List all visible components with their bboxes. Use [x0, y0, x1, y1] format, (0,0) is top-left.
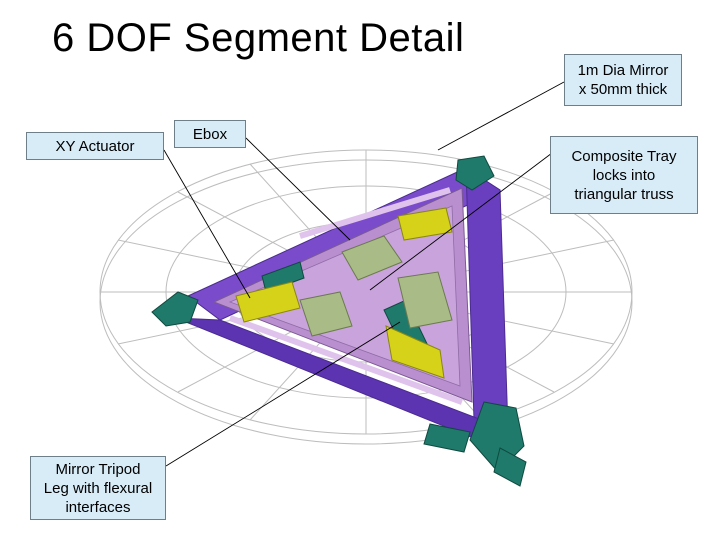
- mirror-tripod-label: Mirror Tripod Leg with flexural interfac…: [30, 456, 166, 520]
- slide-title: 6 DOF Segment Detail: [52, 16, 465, 60]
- ebox-label: Ebox: [174, 120, 246, 148]
- xy-actuator-label: XY Actuator: [26, 132, 164, 160]
- leader-lines: [163, 81, 565, 467]
- composite-tray-label: Composite Tray locks into triangular tru…: [550, 136, 698, 214]
- mirror-label: 1m Dia Mirror x 50mm thick: [564, 54, 682, 106]
- xy-actuators: [235, 207, 453, 379]
- ebox-units: [299, 235, 453, 337]
- truss-corner-nodes: [151, 155, 527, 487]
